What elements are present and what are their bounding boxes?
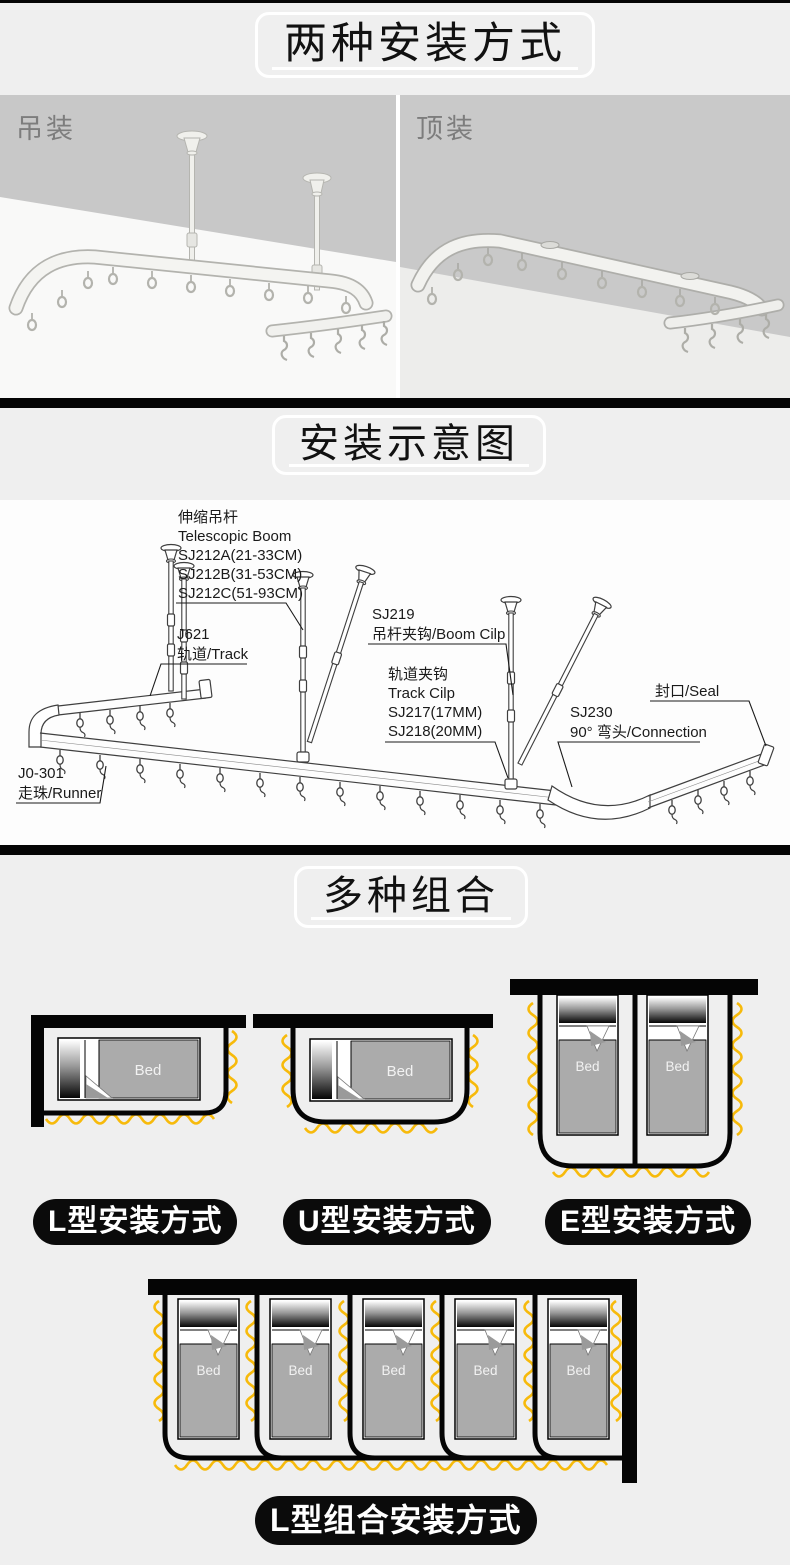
divider-bar <box>0 845 790 855</box>
ceiling-mount-illustration <box>400 95 790 398</box>
leader-lines <box>16 602 767 804</box>
wall-left <box>31 1015 44 1127</box>
label-elbow: SJ230 90° 弯头/Connection <box>570 704 707 741</box>
curtain-wave <box>226 1029 238 1105</box>
installation-diagram: 伸缩吊杆 Telescopic Boom SJ212A(21-33CM) SJ2… <box>0 500 790 845</box>
runners-drawing <box>56 702 756 829</box>
hanging-rod-1 <box>176 130 208 266</box>
wall-right <box>622 1279 637 1483</box>
curtain-wave <box>281 1033 293 1109</box>
section2-title-text: 安装示意图 <box>299 422 519 466</box>
svg-text:伸缩吊杆: 伸缩吊杆 <box>178 509 238 526</box>
label-runner: J0-301 走珠/Runner <box>18 765 101 802</box>
svg-text:吊杆夹钩/Boom Cilp: 吊杆夹钩/Boom Cilp <box>372 626 505 643</box>
curtain-wave <box>527 1001 539 1137</box>
section-title-combinations: 多种组合 <box>294 866 528 928</box>
layout-u-diagram <box>253 1014 493 1134</box>
section1-title-text: 两种安装方式 <box>284 20 566 68</box>
svg-text:SJ212B(31-53CM): SJ212B(31-53CM) <box>178 566 302 583</box>
bed <box>646 994 709 1136</box>
curtain-wave <box>303 1122 439 1134</box>
wall-top <box>253 1014 493 1028</box>
title-underline <box>311 917 511 920</box>
label-boom-clip: SJ219 吊杆夹钩/Boom Cilp <box>372 606 505 643</box>
curtain-wave <box>44 1113 216 1125</box>
badge-l-combo-layout: L型组合安装方式 <box>255 1496 537 1545</box>
bed <box>556 994 619 1136</box>
photo-label-hanging: 吊装 <box>16 114 76 144</box>
title-underline <box>272 67 578 70</box>
track-line <box>290 1028 470 1125</box>
ceiling-mount-tab <box>540 241 560 249</box>
badge-e-layout: E型安装方式 <box>545 1199 752 1245</box>
svg-text:SJ217(17MM): SJ217(17MM) <box>388 704 482 721</box>
curtain-wave <box>551 1166 711 1178</box>
photo-row: 吊装 <box>0 95 790 398</box>
bed <box>454 1298 517 1440</box>
wall-top <box>510 979 758 995</box>
hanging-mount-illustration <box>0 95 396 398</box>
section3-title-text: 多种组合 <box>323 874 499 918</box>
photo-hanging-mount: 吊装 <box>0 95 396 398</box>
part-labels: 伸缩吊杆 Telescopic Boom SJ212A(21-33CM) SJ2… <box>18 509 719 802</box>
svg-text:Telescopic Boom: Telescopic Boom <box>178 528 291 545</box>
curtain-track <box>8 249 393 338</box>
svg-text:J621: J621 <box>177 626 210 643</box>
layout-l-combo-diagram <box>148 1279 637 1483</box>
wall-top <box>31 1015 246 1028</box>
layout-e-diagram <box>510 979 758 1178</box>
track-line <box>42 1028 229 1116</box>
svg-text:轨道/Track: 轨道/Track <box>177 646 249 663</box>
track-lines <box>162 1295 622 1461</box>
svg-text:SJ230: SJ230 <box>570 704 613 721</box>
badge-u-layout: U型安装方式 <box>283 1199 491 1245</box>
label-track-clip: 轨道夹钩 Track Cilp SJ217(17MM) SJ218(20MM) <box>388 666 482 740</box>
bed <box>57 1037 201 1101</box>
svg-text:封口/Seal: 封口/Seal <box>655 683 719 700</box>
svg-text:走珠/Runner: 走珠/Runner <box>18 785 101 802</box>
telescopic-booms-drawing <box>160 543 614 790</box>
photo-label-ceiling: 顶装 <box>416 114 476 144</box>
bed <box>269 1298 332 1440</box>
title-underline <box>289 464 529 467</box>
bed <box>309 1038 453 1102</box>
wall-top <box>148 1279 637 1295</box>
svg-text:J0-301: J0-301 <box>18 765 64 782</box>
section-title-install-diagram: 安装示意图 <box>272 415 546 475</box>
curtain-wave <box>731 1001 743 1137</box>
bed <box>362 1298 425 1440</box>
divider-bar <box>0 398 790 408</box>
badge-l-layout: L型安装方式 <box>33 1199 238 1245</box>
svg-text:轨道夹钩: 轨道夹钩 <box>388 666 448 683</box>
bed <box>177 1298 240 1440</box>
label-track: J621 轨道/Track <box>177 626 249 663</box>
photo-ceiling-mount: 顶装 <box>400 95 790 398</box>
svg-text:SJ219: SJ219 <box>372 606 415 623</box>
svg-text:SJ212C(51-93CM): SJ212C(51-93CM) <box>178 585 303 602</box>
layout-l-diagram <box>31 1015 246 1127</box>
section-title-install-methods: 两种安装方式 <box>255 12 595 78</box>
svg-text:90° 弯头/Connection: 90° 弯头/Connection <box>570 724 707 741</box>
curtain-track <box>410 232 785 330</box>
ceiling-background <box>0 95 396 262</box>
bed <box>547 1298 610 1440</box>
svg-text:SJ212A(21-33CM): SJ212A(21-33CM) <box>178 547 302 564</box>
svg-text:Track Cilp: Track Cilp <box>388 685 455 702</box>
label-seal: 封口/Seal <box>655 683 719 700</box>
ceiling-mount-tab <box>680 272 700 280</box>
svg-text:SJ218(20MM): SJ218(20MM) <box>388 723 482 740</box>
top-black-bar <box>0 0 790 3</box>
curtain-wave <box>467 1033 479 1109</box>
label-telescopic-boom: 伸缩吊杆 Telescopic Boom SJ212A(21-33CM) SJ2… <box>178 509 303 602</box>
